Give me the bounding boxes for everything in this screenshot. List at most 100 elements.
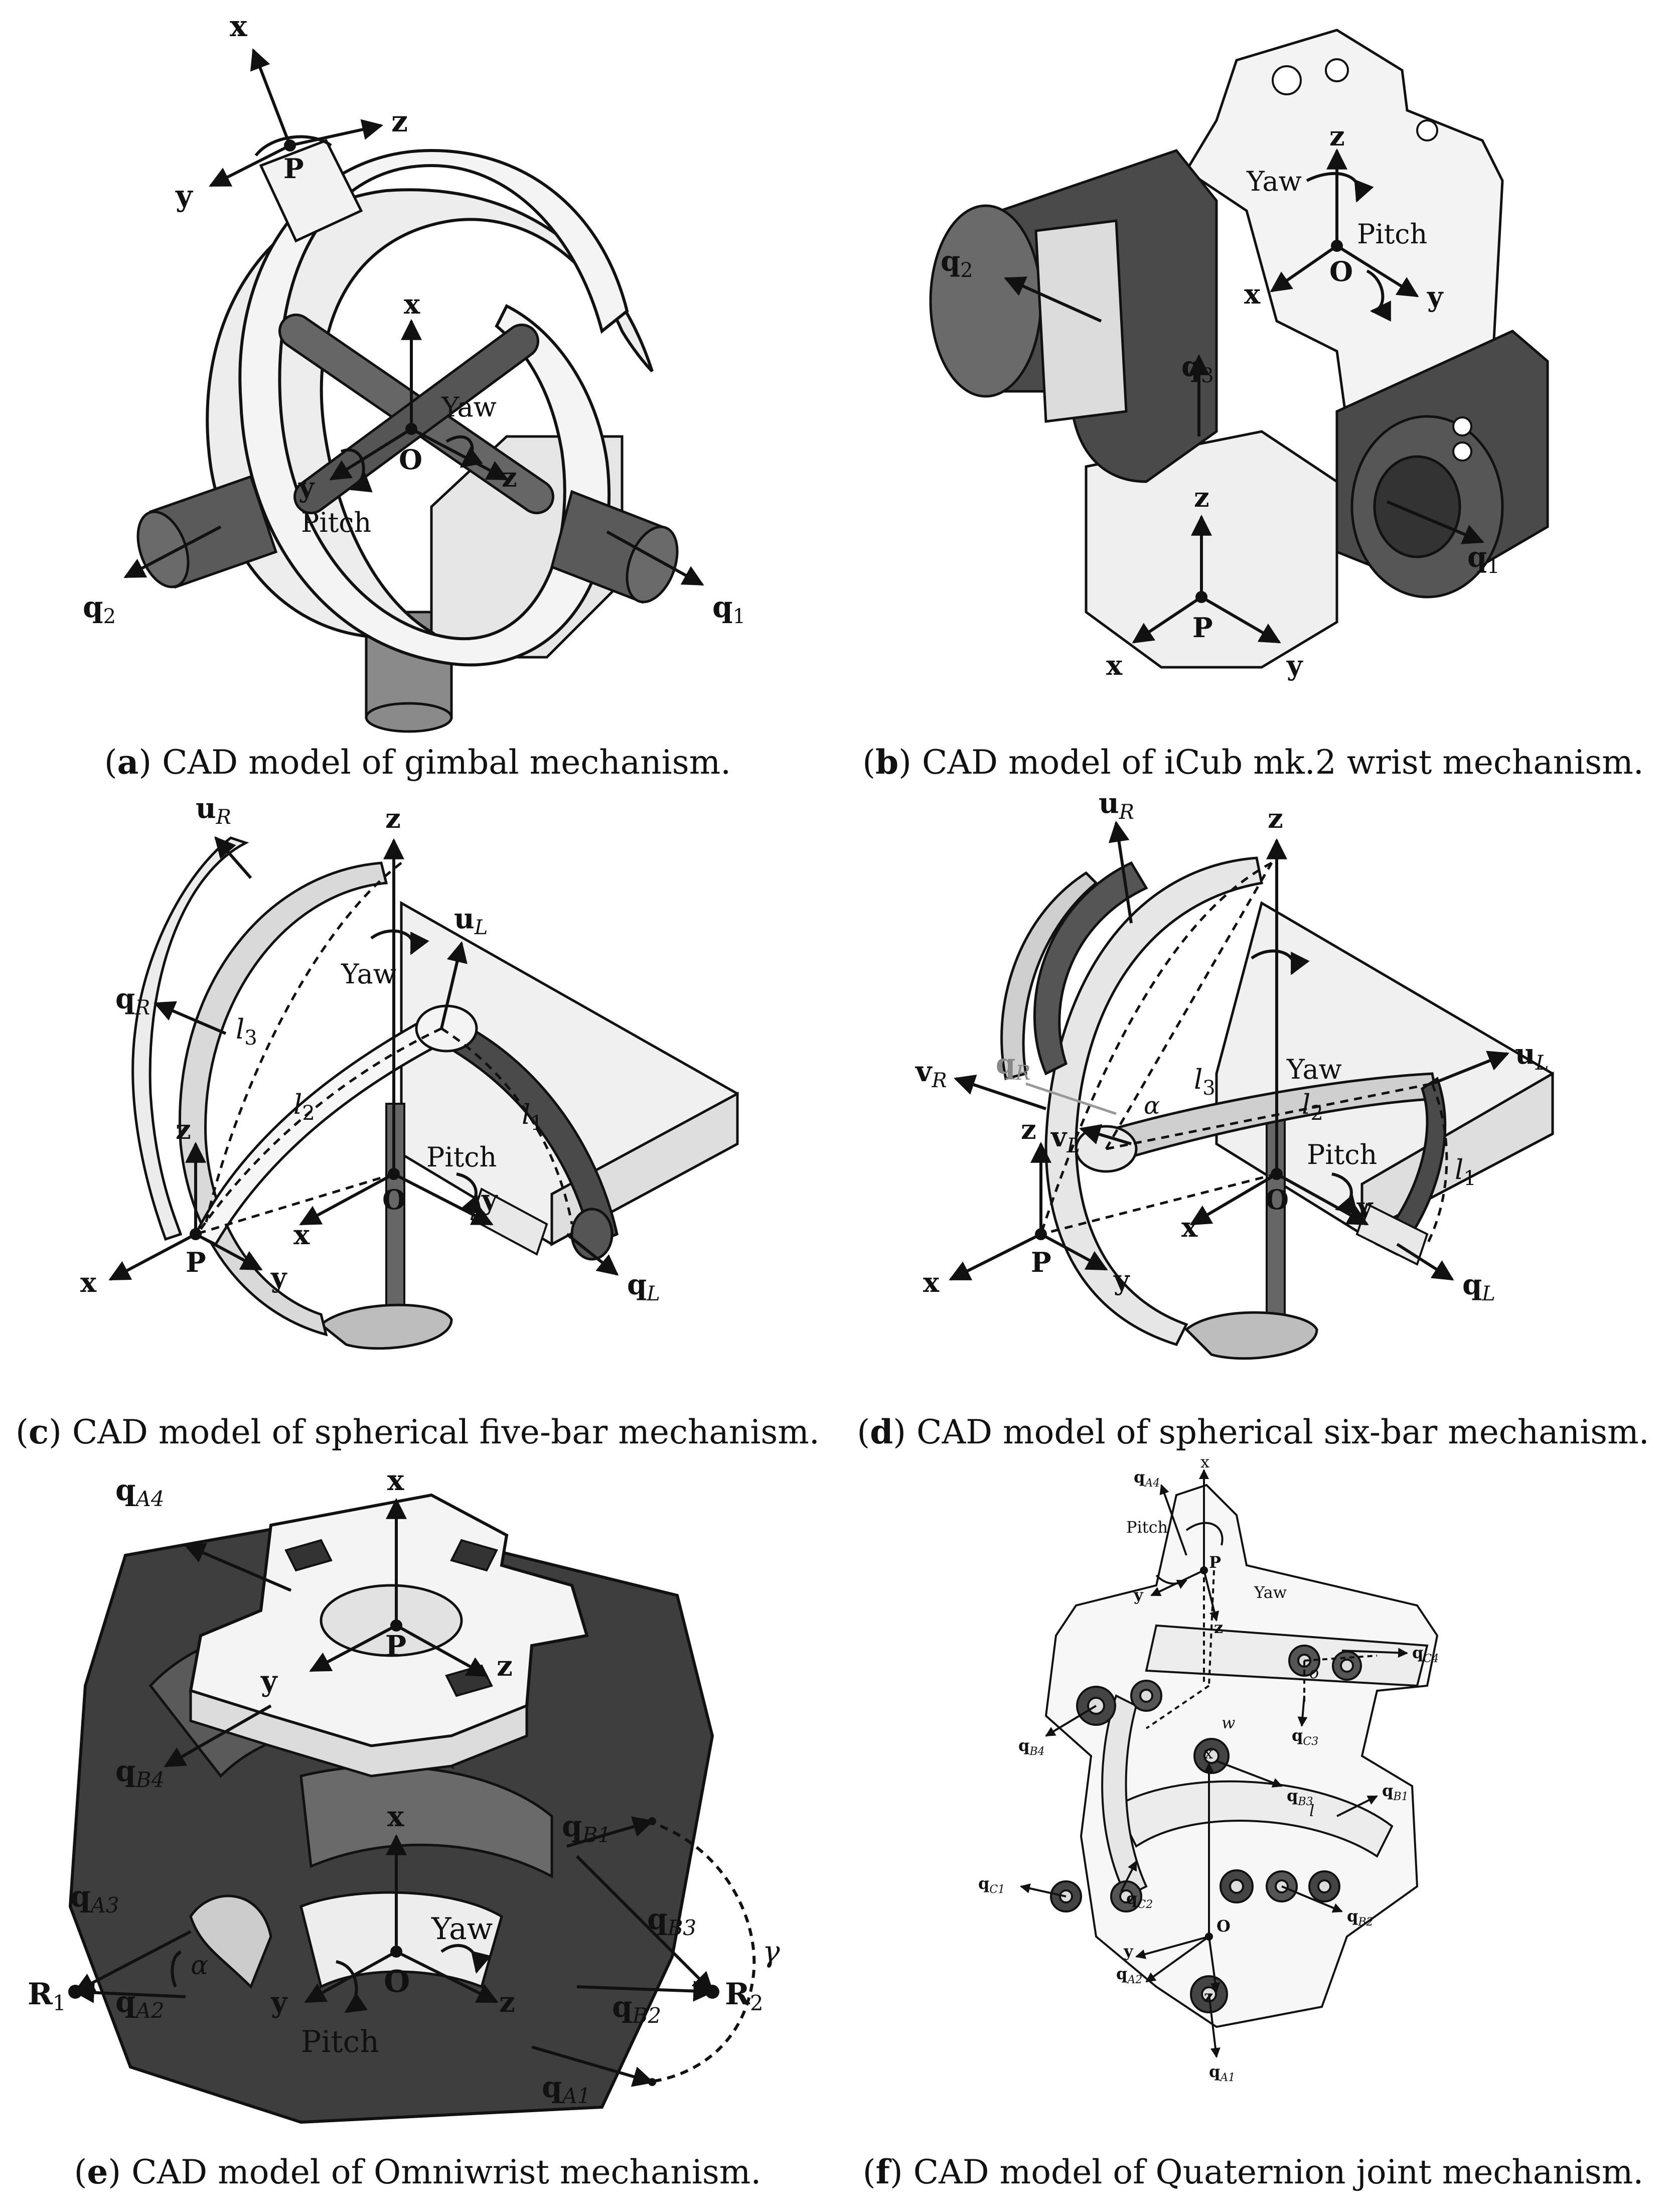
caption-b: (b) CAD model of iCub mk.2 wrist mechani… bbox=[862, 743, 1644, 782]
label-y-bottom: y bbox=[270, 1986, 288, 2019]
shaft-q1 bbox=[550, 490, 679, 604]
label-qB3: qB3 bbox=[647, 1902, 696, 1940]
label-x-mid: x bbox=[1181, 1211, 1198, 1243]
arc-outer bbox=[131, 836, 249, 1241]
label-z-top: z bbox=[1214, 1618, 1223, 1637]
label-qB1: qB1 bbox=[1382, 1781, 1409, 1803]
label-z-top: z bbox=[1329, 120, 1345, 152]
outer-ring bbox=[206, 188, 654, 639]
label-O: O bbox=[1265, 1184, 1289, 1216]
label-R2: R2 bbox=[725, 1977, 764, 2015]
label-P: P bbox=[385, 1630, 406, 1663]
label-qA1: qA1 bbox=[542, 2070, 591, 2108]
label-qA4: qA4 bbox=[1134, 1467, 1160, 1490]
label-y-bottom: y bbox=[1123, 1942, 1134, 1961]
label-x-mid: x bbox=[293, 1219, 310, 1251]
label-q3: q3 bbox=[1181, 350, 1214, 387]
label-O: O bbox=[1329, 255, 1353, 287]
label-l1: l1 bbox=[1455, 1154, 1476, 1190]
label-yaw: Yaw bbox=[1254, 1583, 1287, 1602]
base-foot bbox=[1184, 1311, 1318, 1360]
label-pitch: Pitch bbox=[1307, 1139, 1377, 1170]
arc-gray bbox=[1000, 871, 1098, 1081]
label-R1: R1 bbox=[28, 1977, 66, 2015]
label-qC3: qC3 bbox=[1292, 1726, 1318, 1748]
label-P: P bbox=[1209, 1553, 1221, 1572]
label-x-mid: x bbox=[387, 1800, 404, 1833]
label-pitch: Pitch bbox=[1357, 218, 1427, 250]
label-yaw: Yaw bbox=[341, 958, 396, 990]
label-gamma: γ bbox=[763, 1935, 780, 1969]
label-z-center: z bbox=[502, 461, 517, 493]
label-qR: qR bbox=[115, 982, 150, 1019]
label-l2: l2 bbox=[1302, 1089, 1323, 1125]
label-x-top: x bbox=[387, 1464, 404, 1497]
six-bar-diagram: uR z vR qR α l3 Yaw l2 uL vL Pitch z x O… bbox=[915, 787, 1554, 1360]
label-qB3: qB3 bbox=[1287, 1786, 1313, 1808]
label-x-top: x bbox=[1200, 1452, 1209, 1471]
label-O: O bbox=[1217, 1916, 1231, 1936]
label-O: O bbox=[399, 444, 422, 476]
label-vR: vR bbox=[915, 1055, 947, 1092]
label-yaw: Yaw bbox=[441, 391, 497, 423]
label-pitch: Pitch bbox=[426, 1141, 497, 1173]
icub-wrist-diagram: z Yaw Pitch O x y q2 q3 z q1 P x y bbox=[929, 29, 1549, 681]
label-qB2: qB2 bbox=[1347, 1906, 1374, 1929]
label-yaw: Yaw bbox=[1246, 166, 1302, 197]
label-q1: q1 bbox=[712, 590, 745, 628]
label-z-top: z bbox=[391, 104, 408, 138]
label-qA4: qA4 bbox=[115, 1473, 165, 1511]
label-x-mid: x bbox=[1204, 1743, 1213, 1762]
label-uR: uR bbox=[196, 792, 231, 829]
label-o: o bbox=[1309, 1663, 1319, 1682]
label-P: P bbox=[1031, 1246, 1051, 1278]
label-yaw: Yaw bbox=[1286, 1054, 1342, 1085]
label-y-P: y bbox=[270, 1261, 287, 1293]
label-qB2: qB2 bbox=[612, 1990, 661, 2028]
label-z-top: z bbox=[385, 802, 401, 834]
panel-b: z Yaw Pitch O x y q2 q3 z q1 P x y (b) C… bbox=[835, 0, 1671, 793]
label-y-top: y bbox=[260, 1665, 278, 1698]
label-z-bottom: z bbox=[1194, 481, 1209, 513]
gimbal-diagram: x z y P x O y z Yaw Pitch q2 q1 bbox=[83, 9, 745, 733]
label-P: P bbox=[283, 153, 304, 185]
label-z-top: z bbox=[1268, 802, 1283, 834]
caption-f: (f) CAD model of Quaternion joint mechan… bbox=[862, 2152, 1644, 2191]
label-qL: qL bbox=[627, 1268, 660, 1305]
label-pitch: Pitch bbox=[1126, 1518, 1168, 1537]
arc-link-R bbox=[179, 861, 388, 1337]
label-qC1: qC1 bbox=[978, 1874, 1005, 1896]
label-O: O bbox=[384, 1964, 410, 1999]
label-qC2: qC2 bbox=[1126, 1889, 1153, 1911]
base-foot bbox=[319, 1303, 453, 1350]
label-q1: q1 bbox=[1467, 541, 1500, 578]
label-uL: uL bbox=[454, 902, 488, 939]
label-y-bottom: y bbox=[1286, 649, 1303, 681]
panel-a: x z y P x O y z Yaw Pitch q2 q1 (a) CAD … bbox=[0, 0, 835, 793]
label-uL: uL bbox=[1515, 1038, 1549, 1075]
label-x-bottom: x bbox=[1106, 649, 1123, 681]
quaternion-joint-diagram: x qA4 Pitch P y Yaw o qC4 z w qC3 qB4 qB… bbox=[978, 1452, 1439, 2084]
omniwrist-diagram: qA4 x P y z qB4 x qB1 qA3 α qB3 γ R1 qA2… bbox=[28, 1464, 780, 2124]
label-x-mid: x bbox=[1244, 278, 1261, 310]
label-qA1: qA1 bbox=[1209, 2062, 1235, 2084]
panel-d: uR z vR qR α l3 Yaw l2 uL vL Pitch z x O… bbox=[835, 787, 1671, 1455]
lower-element bbox=[299, 1891, 503, 1989]
label-y-mid: y bbox=[1356, 1191, 1374, 1223]
label-z-bottom: z bbox=[499, 1986, 515, 2019]
label-l1: l1 bbox=[522, 1099, 543, 1135]
label-alpha: α bbox=[191, 1951, 208, 1981]
label-x-P: x bbox=[923, 1266, 940, 1298]
label-z-P: z bbox=[1021, 1113, 1036, 1145]
label-y-top: y bbox=[1133, 1585, 1144, 1604]
panel-c: uR z qR l3 Yaw uL l2 l1 Pitch z x O y P … bbox=[0, 792, 835, 1455]
label-O: O bbox=[382, 1184, 406, 1216]
label-y-mid: y bbox=[481, 1184, 498, 1216]
caption-d: (d) CAD model of spherical six-bar mecha… bbox=[857, 1412, 1649, 1451]
caption-e: (e) CAD model of Omniwrist mechanism. bbox=[74, 2152, 762, 2191]
left-roller bbox=[929, 204, 1042, 398]
label-qB4: qB4 bbox=[115, 1754, 165, 1792]
label-z-P: z bbox=[176, 1113, 191, 1145]
label-vL: vL bbox=[1050, 1121, 1080, 1157]
label-pitch: Pitch bbox=[301, 507, 371, 538]
